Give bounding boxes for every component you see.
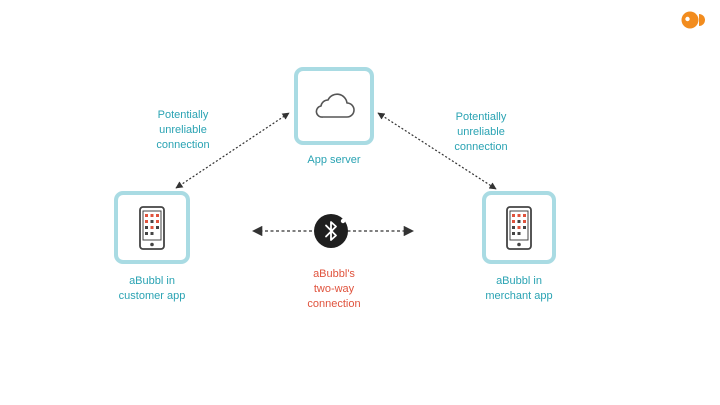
right-connection-label: Potentially unreliable connection xyxy=(454,111,508,153)
app-server-tile xyxy=(294,67,374,145)
merchant-app-tile xyxy=(482,191,556,264)
customer-app-tile xyxy=(114,191,190,264)
right-connection-arrow xyxy=(377,112,497,190)
abubbl-logo-icon xyxy=(680,10,706,30)
bluetooth-connection-label: aBubbl's two-way connection xyxy=(307,268,361,310)
customer-app-label: aBubbl in customer app xyxy=(118,275,186,302)
left-connection-label: Potentially unreliable connection xyxy=(156,109,210,151)
app-server-label: App server xyxy=(307,154,361,166)
phone-icon xyxy=(506,205,532,250)
phone-icon xyxy=(139,205,165,250)
cloud-icon xyxy=(315,93,355,118)
merchant-app-label: aBubbl in merchant app xyxy=(485,275,553,302)
left-connection-arrow xyxy=(175,112,290,189)
bluetooth-icon xyxy=(313,213,351,249)
